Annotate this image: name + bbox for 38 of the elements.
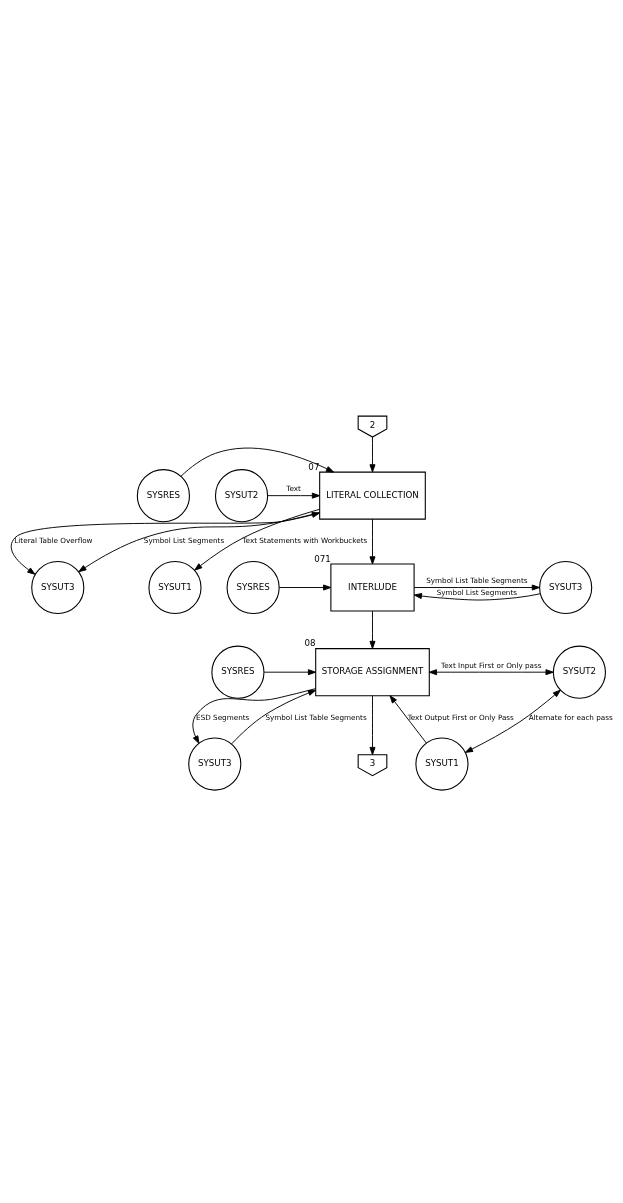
arrow [263,668,317,675]
edge-label: Alternate for each pass [528,712,613,722]
node-circle: SYSUT2 [214,468,269,522]
edge-label: Literal Table Overflow [14,535,93,545]
arrow [413,584,540,591]
node-label: 07 [308,461,320,472]
node-circle: SYSRES [136,468,190,522]
node-circle: SYSUT3 [539,560,593,614]
node-label: 071 [314,553,331,564]
edge-label: Text [286,483,301,493]
arrow [231,689,317,744]
edge-label: Symbol List Table Segments [265,712,367,722]
arrow [369,518,376,564]
edge-label: Text Output First or Only Pass [407,712,514,722]
arrow [428,668,554,675]
node-box: INTERLUDE [330,562,415,612]
arrow [369,610,376,649]
edge-label: Text Input First or Only pass [441,660,542,670]
edge-label: Text Statements with Workbuckets [242,535,368,545]
edge-label: Symbol List Segments [436,587,518,597]
arrow [369,436,376,472]
node-circle: SYSUT1 [415,736,469,791]
arrow [192,687,317,744]
edge-label: Symbol List Segments [143,535,225,545]
edge-label: Symbol List Table Segments [426,575,528,585]
arrow [267,492,321,499]
node-label: 08 [304,637,316,648]
edge-label: ESD Segments [196,712,250,722]
arrow [413,592,541,600]
arrow [369,694,376,755]
arrow [464,689,561,753]
arrow [389,694,427,743]
node-circle: SYSRES [211,645,265,699]
arrow [180,447,335,477]
arrow [278,584,332,591]
node-box: STORAGE ASSIGNMENT [315,647,430,696]
node-circle: SYSRES [226,560,280,614]
node-box: LITERAL COLLECTION [319,471,426,520]
